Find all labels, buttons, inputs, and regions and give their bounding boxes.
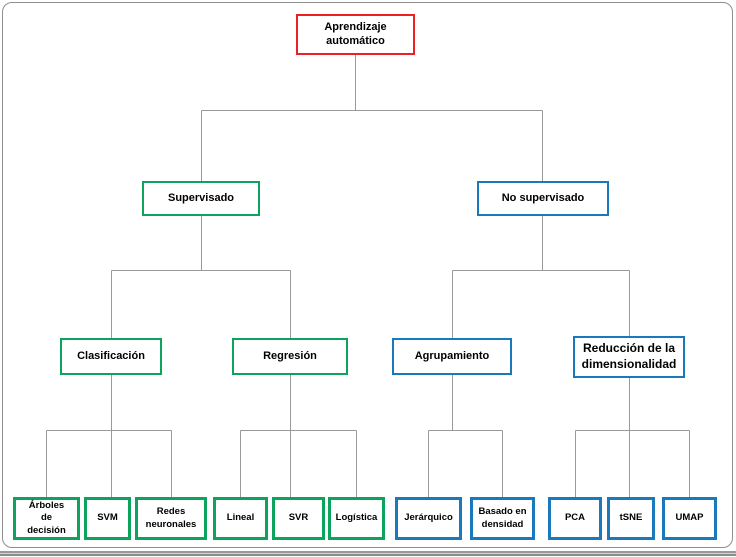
connector-no-supervisado-branch [452, 216, 630, 338]
node-basado-en-densidad: Basado en densidad [470, 497, 535, 540]
node-lineal: Lineal [213, 497, 268, 540]
node-tsne: tSNE [607, 497, 655, 540]
connector-root-branch [201, 55, 543, 181]
node-clasificacion: Clasificación [60, 338, 162, 375]
node-arboles-de-decision: Árboles de decisión [13, 497, 80, 540]
node-reduccion-dimensionalidad: Reducción de la dimensionalidad [573, 336, 685, 378]
node-no-supervisado: No supervisado [477, 181, 609, 216]
connector-supervisado-branch [111, 216, 291, 338]
diagram-frame [2, 2, 733, 548]
node-agrupamiento: Agrupamiento [392, 338, 512, 375]
connector-agrupamiento-branch [428, 375, 503, 497]
node-svr: SVR [272, 497, 325, 540]
node-pca: PCA [548, 497, 602, 540]
node-svm: SVM [84, 497, 131, 540]
node-regresion: Regresión [232, 338, 348, 375]
window-bottom-edge [0, 551, 736, 556]
node-jerarquico: Jerárquico [395, 497, 462, 540]
connector-reduccion-branch [575, 375, 690, 497]
connector-clasificacion-branch [46, 375, 172, 497]
node-supervisado: Supervisado [142, 181, 260, 216]
node-aprendizaje-automatico: Aprendizaje automático [296, 14, 415, 55]
node-redes-neuronales: Redes neuronales [135, 497, 207, 540]
connector-regresion-branch [240, 375, 357, 497]
node-logistica: Logística [328, 497, 385, 540]
node-umap: UMAP [662, 497, 717, 540]
